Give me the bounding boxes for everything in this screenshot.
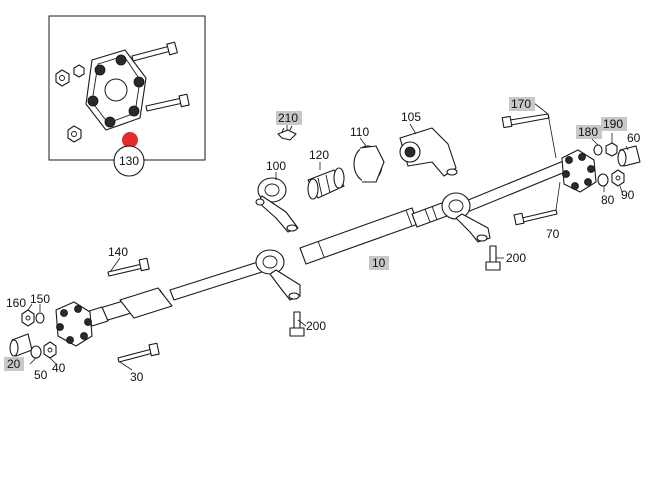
label-210[interactable]: 210 <box>278 111 298 125</box>
label-20[interactable]: 20 <box>7 357 21 371</box>
label-bg-170 <box>509 97 535 111</box>
label-140[interactable]: 140 <box>108 245 128 259</box>
label-170[interactable]: 170 <box>511 97 531 111</box>
label-40[interactable]: 40 <box>52 361 66 375</box>
part-120-boot <box>307 167 345 200</box>
part-170-bolt <box>501 113 550 129</box>
rear-center-bearing <box>441 192 491 243</box>
front-center-bearing <box>255 249 301 301</box>
label-bg-210 <box>276 111 302 125</box>
part-60-sleeve <box>617 145 641 167</box>
label-100[interactable]: 100 <box>266 159 286 173</box>
front-flex-disc <box>55 301 93 347</box>
part-150-washer <box>35 312 45 324</box>
label-110[interactable]: 110 <box>350 125 369 139</box>
inset-bolts <box>131 41 190 112</box>
part-180-washer <box>593 144 603 156</box>
label-90[interactable]: 90 <box>621 188 635 202</box>
callout-130-label: 130 <box>119 154 139 168</box>
label-50[interactable]: 50 <box>34 368 48 382</box>
part-100-bracket <box>255 177 299 233</box>
callout-130-circle[interactable] <box>113 145 145 177</box>
part-190-nut <box>605 142 618 157</box>
label-bg-10 <box>369 256 389 270</box>
label-120[interactable]: 120 <box>309 148 329 162</box>
part-200-bolt-rear <box>485 245 501 271</box>
part-200-bolt-front <box>289 311 305 337</box>
selected-part-marker[interactable] <box>122 132 138 148</box>
label-30[interactable]: 30 <box>130 370 144 384</box>
label-60[interactable]: 60 <box>627 131 641 145</box>
part-210-clip <box>277 125 297 141</box>
part-105-mount <box>399 127 458 177</box>
label-150[interactable]: 150 <box>30 292 50 306</box>
part-160-nut <box>21 309 35 327</box>
part-50-40-nuts <box>30 341 57 359</box>
part-30-bolt <box>117 342 160 363</box>
inset-detail: 130 <box>48 15 206 177</box>
flex-disc-illustration <box>85 49 147 131</box>
label-bg-180 <box>576 125 602 139</box>
inset-nuts <box>55 64 85 143</box>
label-190[interactable]: 190 <box>603 117 623 131</box>
label-80[interactable]: 80 <box>601 193 615 207</box>
rear-flex-disc <box>561 149 597 193</box>
label-105[interactable]: 105 <box>401 110 421 124</box>
label-bg-190 <box>601 117 627 131</box>
part-140-bolt <box>107 257 150 277</box>
leader-lines <box>27 102 629 371</box>
part-20-sleeve <box>9 333 33 357</box>
label-200-front[interactable]: 200 <box>306 319 326 333</box>
label-180[interactable]: 180 <box>578 125 598 139</box>
label-10[interactable]: 10 <box>372 256 386 270</box>
label-200-rear[interactable]: 200 <box>506 251 526 265</box>
label-bg-20 <box>4 357 24 371</box>
part-80-90-nuts <box>597 169 625 187</box>
part-70-bolt <box>513 209 558 226</box>
part-labels: 10 20 170 180 190 210 30 40 50 60 70 80 … <box>4 97 641 384</box>
label-160[interactable]: 160 <box>6 296 26 310</box>
label-70[interactable]: 70 <box>546 227 560 241</box>
propeller-shaft <box>85 159 571 327</box>
part-110-bearing <box>353 145 385 183</box>
